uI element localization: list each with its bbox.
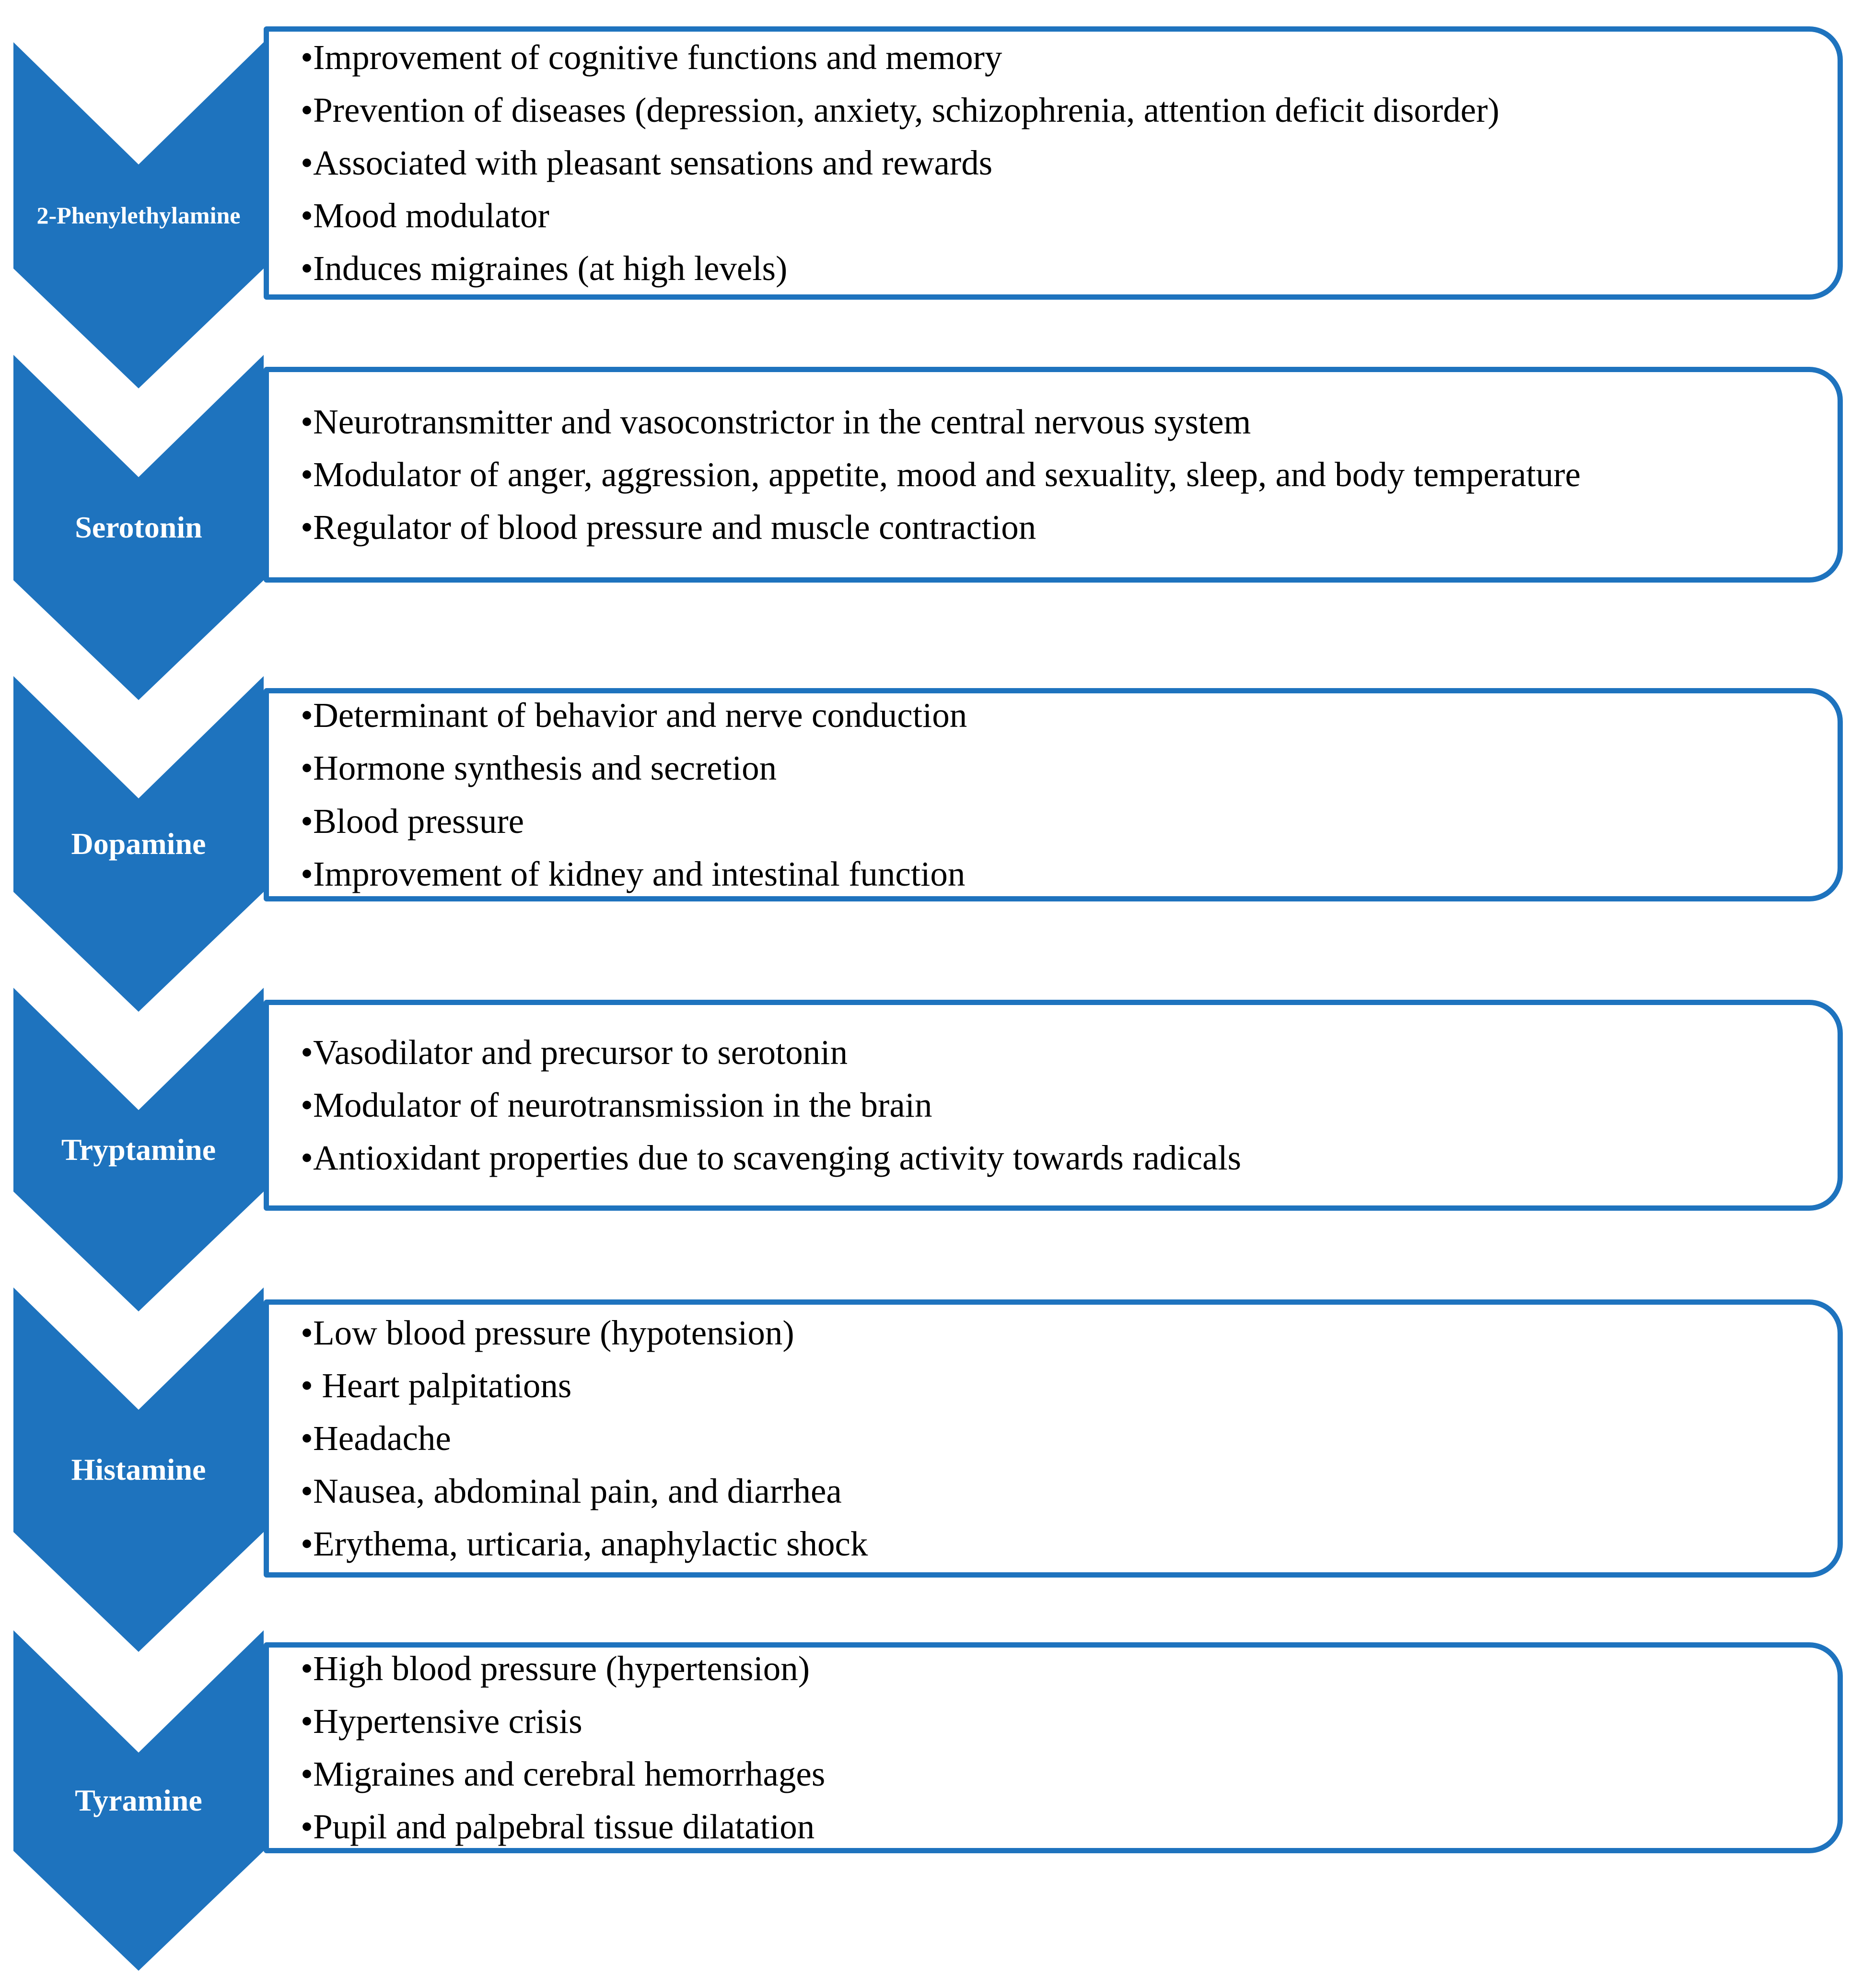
- amine-name-label: Dopamine: [71, 827, 206, 861]
- section-histamine: Histamine Low blood pressure (hypotensio…: [0, 1299, 1862, 1578]
- bullet-item: Determinant of behavior and nerve conduc…: [301, 689, 967, 742]
- bullet-list: Neurotransmitter and vasoconstrictor in …: [269, 390, 1605, 560]
- bullet-item: Low blood pressure (hypotension): [301, 1307, 868, 1359]
- amine-name-label: Tryptamine: [61, 1132, 216, 1167]
- effects-box: Vasodilator and precursor to serotonin M…: [264, 1000, 1843, 1211]
- bullet-item: Prevention of diseases (depression, anxi…: [301, 84, 1499, 137]
- bullet-item: Associated with pleasant sensations and …: [301, 137, 1500, 189]
- amine-name-label: Tyramine: [75, 1783, 202, 1818]
- section-dopamine: Dopamine Determinant of behavior and ner…: [0, 688, 1862, 901]
- bullet-item: Modulator of anger, aggression, appetite…: [301, 448, 1581, 501]
- section-2-phenylethylamine: 2-Phenylethylamine Improvement of cognit…: [0, 26, 1862, 300]
- bullet-item: Mood modulator: [301, 189, 1500, 242]
- bullet-item: Neurotransmitter and vasoconstrictor in …: [301, 396, 1581, 448]
- bullet-list: High blood pressure (hypertension) Hyper…: [269, 1637, 849, 1859]
- amine-name-label: Serotonin: [75, 510, 202, 545]
- chevron-down-arrow: Tyramine: [13, 1630, 264, 1971]
- chevron-down-arrow: Tryptamine: [13, 988, 264, 1311]
- chevron-down-arrow: Dopamine: [13, 676, 264, 1012]
- bullet-item: Hypertensive crisis: [301, 1695, 825, 1748]
- bullet-item: Regulator of blood pressure and muscle c…: [301, 501, 1581, 554]
- bullet-item: High blood pressure (hypertension): [301, 1642, 825, 1695]
- effects-box: Determinant of behavior and nerve conduc…: [264, 688, 1843, 901]
- chevron-down-arrow: 2-Phenylethylamine: [13, 42, 264, 388]
- bullet-item: Blood pressure: [301, 795, 967, 848]
- bullet-item: Pupil and palpebral tissue dilatation: [301, 1801, 825, 1853]
- amine-name-label: 2-Phenylethylamine: [36, 201, 241, 229]
- bullet-item: Vasodilator and precursor to serotonin: [301, 1026, 1241, 1079]
- effects-box: Neurotransmitter and vasoconstrictor in …: [264, 367, 1843, 583]
- bullet-item: Nausea, abdominal pain, and diarrhea: [301, 1465, 868, 1518]
- bullet-item: Modulator of neurotransmission in the br…: [301, 1079, 1241, 1132]
- bullet-list: Determinant of behavior and nerve conduc…: [269, 683, 991, 906]
- section-tryptamine: Tryptamine Vasodilator and precursor to …: [0, 1000, 1862, 1211]
- effects-box: Improvement of cognitive functions and m…: [264, 26, 1843, 300]
- bullet-item: Induces migraines (at high levels): [301, 242, 1500, 295]
- bullet-item: Improvement of kidney and intestinal fun…: [301, 848, 967, 900]
- bullet-item: Antioxidant properties due to scavenging…: [301, 1132, 1241, 1184]
- bullet-item: Headache: [301, 1412, 868, 1465]
- bullet-item: Heart palpitations: [301, 1359, 868, 1412]
- amine-name-label: Histamine: [71, 1452, 206, 1487]
- bullet-item: Hormone synthesis and secretion: [301, 742, 967, 795]
- section-tyramine: Tyramine High blood pressure (hypertensi…: [0, 1642, 1862, 1853]
- chevron-down-arrow: Serotonin: [13, 355, 264, 700]
- bullet-list: Improvement of cognitive functions and m…: [269, 25, 1524, 301]
- bullet-list: Low blood pressure (hypotension) Heart p…: [269, 1301, 892, 1577]
- section-serotonin: Serotonin Neurotransmitter and vasoconst…: [0, 367, 1862, 583]
- bullet-item: Migraines and cerebral hemorrhages: [301, 1748, 825, 1801]
- chevron-down-arrow: Histamine: [13, 1287, 264, 1652]
- effects-box: High blood pressure (hypertension) Hyper…: [264, 1642, 1843, 1853]
- bullet-item: Improvement of cognitive functions and m…: [301, 31, 1500, 84]
- effects-box: Low blood pressure (hypotension) Heart p…: [264, 1299, 1843, 1578]
- bullet-item: Erythema, urticaria, anaphylactic shock: [301, 1518, 868, 1570]
- bullet-list: Vasodilator and precursor to serotonin M…: [269, 1020, 1265, 1191]
